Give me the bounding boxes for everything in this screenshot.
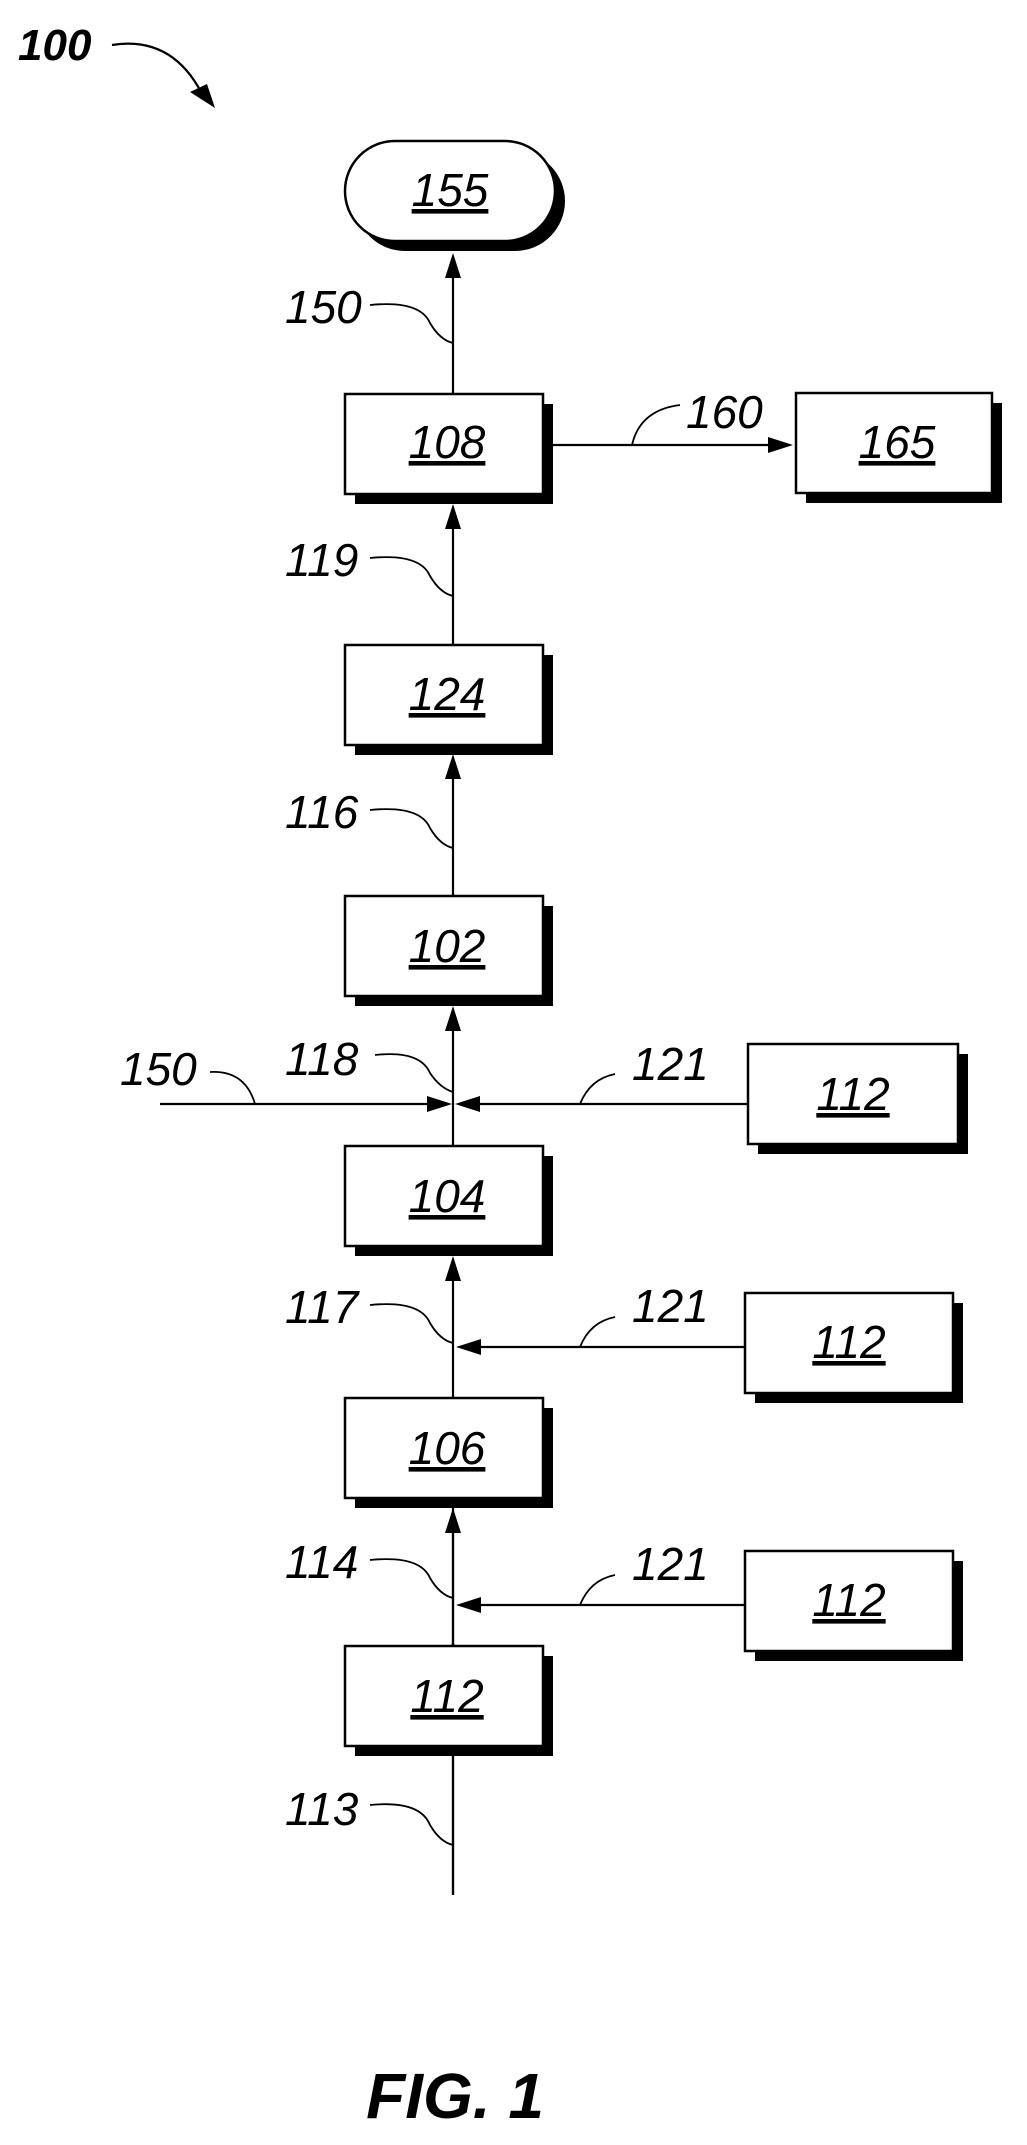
box-112-right-bottom: 112 <box>745 1551 963 1661</box>
stream-118-label: 118 <box>285 1033 359 1085</box>
stream-117-label: 117 <box>285 1281 360 1333</box>
box-102: 102 <box>345 896 553 1006</box>
stream-116-label: 116 <box>285 786 359 838</box>
box-112-right-top-label: 112 <box>816 1068 889 1120</box>
stream-114-label: 114 <box>285 1536 358 1588</box>
terminal-155-label: 155 <box>412 164 489 216</box>
box-106: 106 <box>345 1398 553 1508</box>
box-104-label: 104 <box>409 1170 486 1222</box>
stream-121-bottom-label: 121 <box>632 1538 709 1590</box>
box-112-right-top: 112 <box>748 1044 968 1154</box>
stream-114: 114 <box>285 1508 461 1646</box>
box-124: 124 <box>345 645 553 755</box>
stream-150-top: 150 <box>285 253 461 394</box>
box-165-label: 165 <box>859 416 936 468</box>
box-108: 108 <box>345 394 553 504</box>
box-112-bottom-label: 112 <box>410 1670 483 1722</box>
figure-reference-label: 100 <box>18 21 92 70</box>
stream-117: 117 <box>285 1256 461 1398</box>
stream-160-label: 160 <box>686 386 763 438</box>
box-112-right-bottom-label: 112 <box>812 1574 885 1626</box>
box-112-right-mid-label: 112 <box>812 1316 885 1368</box>
stream-150-left-label: 150 <box>120 1043 197 1095</box>
figure-caption: FIG. 1 <box>366 2060 544 2132</box>
box-104: 104 <box>345 1146 553 1256</box>
stream-121-top: 121 <box>455 1038 748 1112</box>
box-165: 165 <box>796 393 1002 503</box>
stream-150-top-label: 150 <box>285 281 362 333</box>
stream-121-mid: 121 <box>456 1280 745 1355</box>
box-106-label: 106 <box>409 1422 486 1474</box>
stream-119: 119 <box>285 504 461 645</box>
stream-121-mid-label: 121 <box>632 1280 709 1332</box>
box-112-bottom: 112 <box>345 1646 553 1756</box>
stream-118: 118 <box>285 1006 461 1146</box>
terminal-155: 155 <box>345 141 565 251</box>
box-108-label: 108 <box>409 416 486 468</box>
box-124-label: 124 <box>409 668 486 720</box>
figure-reference-arrowhead <box>190 84 215 108</box>
stream-116: 116 <box>285 754 461 896</box>
stream-160: 160 <box>543 386 793 453</box>
box-102-label: 102 <box>409 920 486 972</box>
stream-119-label: 119 <box>285 534 358 586</box>
box-112-right-mid: 112 <box>745 1293 963 1403</box>
stream-121-bottom: 121 <box>456 1538 745 1613</box>
stream-121-top-label: 121 <box>632 1038 709 1090</box>
stream-113-label: 113 <box>285 1783 359 1835</box>
